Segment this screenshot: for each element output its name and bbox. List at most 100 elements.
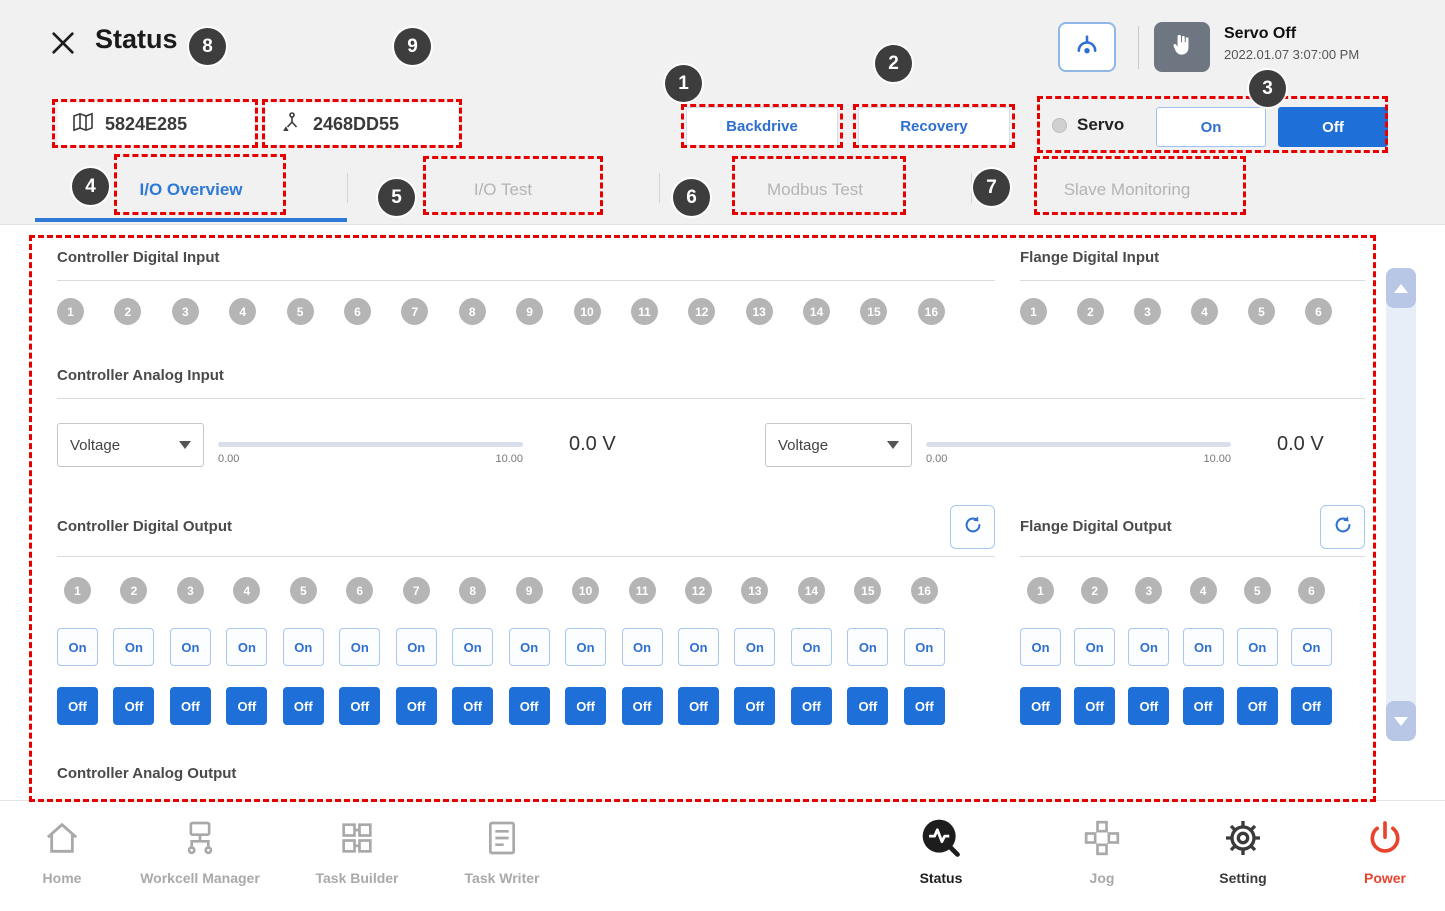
do-on-button[interactable]: On [113, 628, 155, 666]
do-on-button[interactable]: On [677, 628, 719, 666]
do-off-button[interactable]: Off [1074, 687, 1116, 725]
do-on-button[interactable]: On [508, 628, 550, 666]
slider-track[interactable] [218, 442, 523, 447]
scrollbar[interactable] [1386, 268, 1416, 741]
digital-output-indicator: 5 [1243, 577, 1271, 604]
do-on-button[interactable]: On [790, 628, 832, 666]
nav-item-status[interactable]: Status [856, 814, 1026, 886]
do-on-button[interactable]: On [565, 628, 607, 666]
do-on-button[interactable]: On [847, 628, 889, 666]
do-on-button[interactable]: On [339, 628, 381, 666]
refresh-button[interactable] [950, 504, 995, 549]
do-off-button[interactable]: Off [226, 687, 268, 725]
digital-output-indicator: 7 [402, 577, 430, 604]
do-on-button[interactable]: On [1020, 628, 1061, 666]
scroll-down-button[interactable] [1386, 701, 1416, 741]
scale-min: 0.00 [218, 453, 240, 465]
tab-modbus-test[interactable]: Modbus Test [659, 158, 971, 222]
digital-output-indicator: 4 [1189, 577, 1217, 604]
nav-item-jog[interactable]: Jog [1017, 814, 1187, 886]
close-icon[interactable] [44, 24, 82, 62]
task-writer-icon [482, 814, 522, 862]
do-on-button[interactable]: On [395, 628, 437, 666]
do-off-button[interactable]: Off [339, 687, 381, 725]
do-on-button[interactable]: On [169, 628, 211, 666]
refresh-button[interactable] [1320, 504, 1365, 549]
backdrive-button[interactable]: Backdrive [686, 107, 838, 146]
analog-mode-select[interactable]: Voltage [765, 423, 912, 467]
do-on-button[interactable]: On [1290, 628, 1332, 666]
arrow-up-icon [1394, 283, 1408, 293]
do-on-button[interactable]: On [1182, 628, 1224, 666]
do-on-button[interactable]: On [1128, 628, 1170, 666]
do-off-button[interactable]: Off [621, 687, 663, 725]
safety-hand-button[interactable] [1154, 22, 1210, 72]
scroll-up-button[interactable] [1386, 268, 1416, 308]
slider-track[interactable] [926, 442, 1231, 447]
do-off-button[interactable]: Off [508, 687, 550, 725]
scrollbar-track[interactable] [1386, 268, 1416, 741]
do-off-button[interactable]: Off [395, 687, 437, 725]
do-on-button[interactable]: On [57, 628, 98, 666]
do-off-button[interactable]: Off [903, 687, 945, 725]
do-off-button[interactable]: Off [57, 687, 98, 725]
hand-icon [1169, 31, 1196, 63]
nav-item-task-builder[interactable]: Task Builder [272, 814, 442, 886]
arrow-down-icon [1394, 716, 1408, 726]
do-off-button[interactable]: Off [1128, 687, 1170, 725]
do-off-button[interactable]: Off [1020, 687, 1061, 725]
do-off-button[interactable]: Off [565, 687, 607, 725]
do-off-button[interactable]: Off [169, 687, 211, 725]
do-on-button[interactable]: On [1074, 628, 1116, 666]
tool-serial-field[interactable]: 2468DD55 [266, 103, 458, 145]
do-off-button[interactable]: Off [734, 687, 776, 725]
do-on-button[interactable]: On [226, 628, 268, 666]
recovery-button[interactable]: Recovery [858, 107, 1010, 146]
controller-analog-output-title: Controller Analog Output [57, 765, 237, 782]
do-on-button[interactable]: On [282, 628, 324, 666]
tab-i-o-overview[interactable]: I/O Overview [35, 158, 347, 222]
digital-input-indicator: 2 [114, 298, 142, 325]
tab-i-o-test[interactable]: I/O Test [347, 158, 659, 222]
digital-input-indicator: 15 [860, 298, 888, 325]
chevron-down-icon [887, 441, 899, 449]
digital-output-indicator: 3 [1135, 577, 1163, 604]
hand-guide-button[interactable] [1058, 22, 1116, 72]
tab-label: Modbus Test [766, 180, 864, 199]
nav-item-workcell-manager[interactable]: Workcell Manager [115, 814, 285, 886]
tab-slave-monitoring[interactable]: Slave Monitoring [971, 158, 1283, 222]
robot-serial-field[interactable]: 5824E285 [58, 103, 254, 145]
do-on-button[interactable]: On [903, 628, 945, 666]
nav-item-task-writer[interactable]: Task Writer [417, 814, 587, 886]
analog-input-slider[interactable]: 0.00 10.00 [926, 423, 1231, 465]
nav-item-power[interactable]: Power [1300, 814, 1445, 886]
do-off-button[interactable]: Off [790, 687, 832, 725]
do-on-button[interactable]: On [452, 628, 494, 666]
nav-item-home[interactable]: Home [0, 814, 147, 886]
robot-serial-value: 5824E285 [105, 113, 188, 134]
analog-input-slider[interactable]: 0.00 10.00 [218, 423, 523, 465]
do-off-button[interactable]: Off [113, 687, 155, 725]
do-on-button[interactable]: On [734, 628, 776, 666]
analog-mode-select[interactable]: Voltage [57, 423, 204, 467]
do-off-button[interactable]: Off [1182, 687, 1224, 725]
do-on-button[interactable]: On [1236, 628, 1278, 666]
do-on-button[interactable]: On [621, 628, 663, 666]
analog-mode-value: Voltage [70, 436, 121, 454]
nav-item-setting[interactable]: Setting [1158, 814, 1328, 886]
digital-input-indicator: 9 [516, 298, 544, 325]
do-off-button[interactable]: Off [847, 687, 889, 725]
servo-off-button[interactable]: Off [1278, 107, 1388, 147]
digital-input-indicator: 10 [573, 298, 601, 325]
do-off-button[interactable]: Off [1290, 687, 1332, 725]
do-off-button[interactable]: Off [282, 687, 324, 725]
do-off-button[interactable]: Off [677, 687, 719, 725]
do-off-button[interactable]: Off [1236, 687, 1278, 725]
do-off-button[interactable]: Off [452, 687, 494, 725]
servo-on-button[interactable]: On [1156, 107, 1266, 147]
